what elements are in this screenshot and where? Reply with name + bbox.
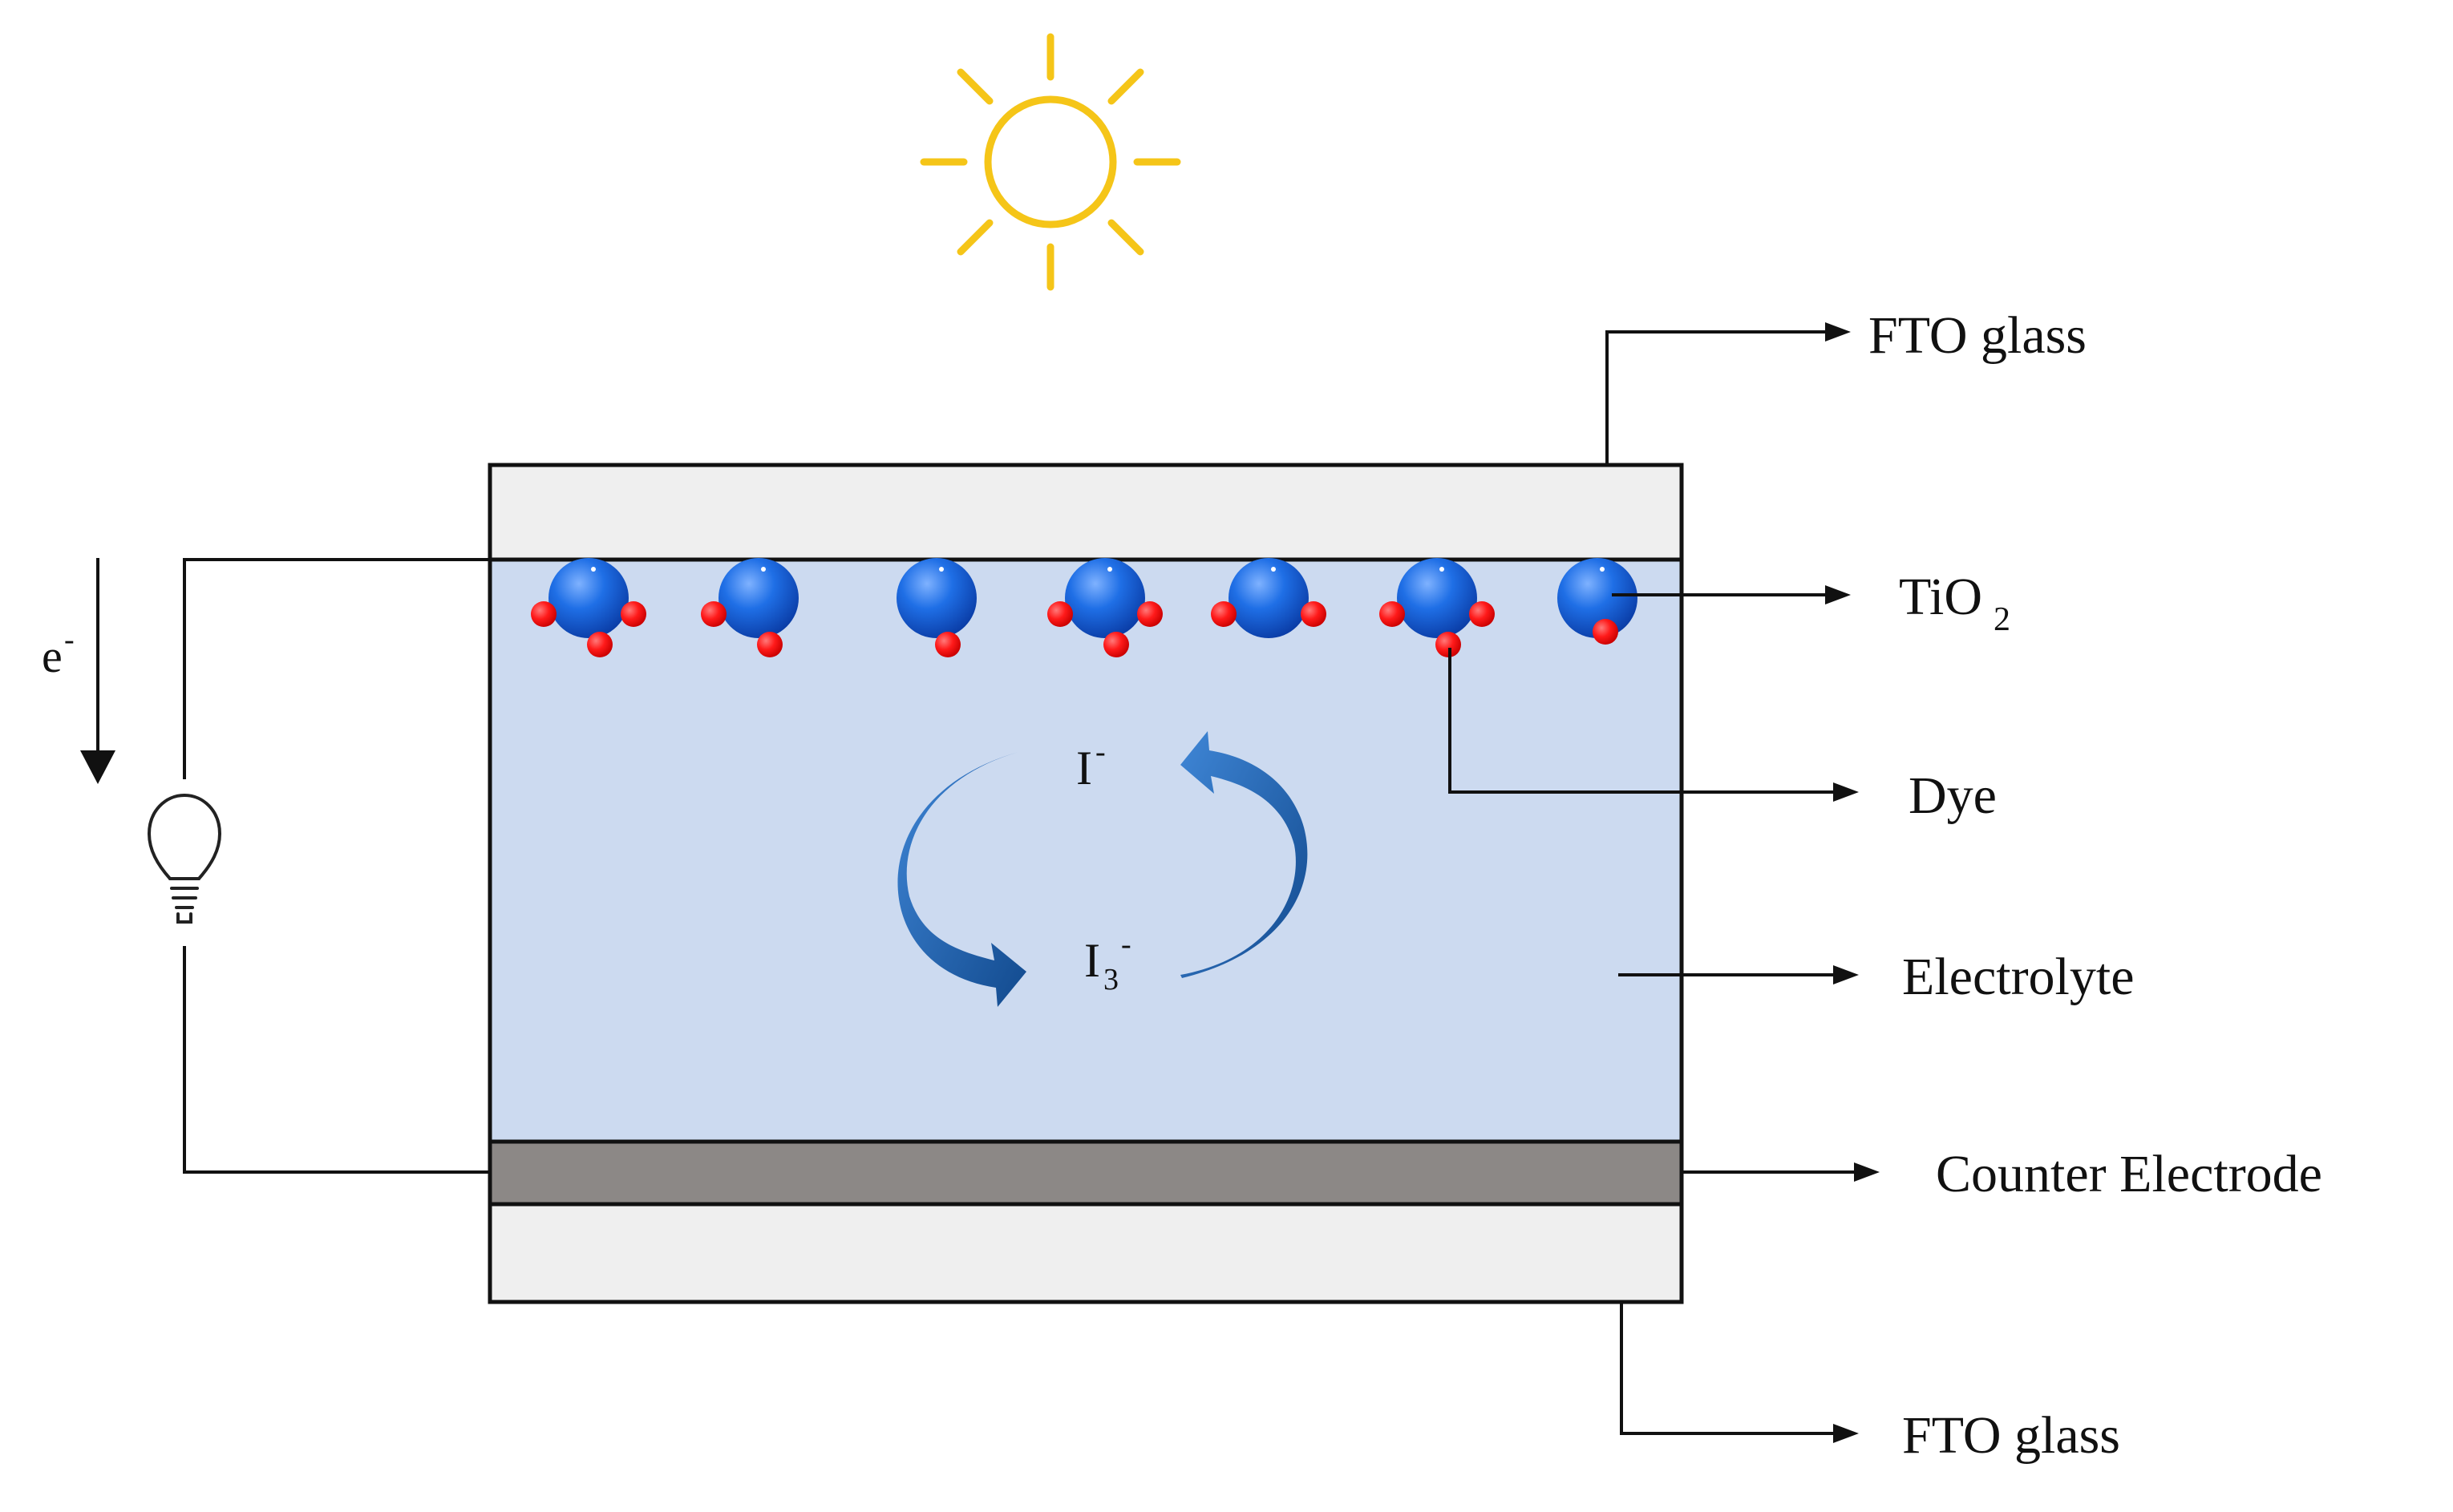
dye-molecule — [1379, 601, 1405, 627]
tio2-highlight — [1271, 567, 1276, 572]
label-electrolyte: Electrolyte — [1902, 948, 2135, 1006]
tio2-particle — [1557, 558, 1637, 645]
tio2-particle — [531, 558, 646, 657]
electron-superscript: - — [64, 623, 75, 657]
dye-molecule — [621, 601, 646, 627]
tio2-sphere — [718, 558, 799, 638]
triiodide-label: I 3 - — [1084, 928, 1131, 997]
dye-molecule — [1469, 601, 1495, 627]
triiodide-superscript: - — [1121, 928, 1131, 961]
tio2-highlight — [1107, 567, 1112, 572]
dye-molecule — [757, 632, 783, 657]
tio2-highlight — [761, 567, 766, 572]
cycle-arrow-right — [1180, 731, 1308, 978]
iodide-label: I - — [1076, 735, 1106, 794]
electron-main: e — [42, 630, 63, 682]
tio2-sphere — [1557, 558, 1637, 638]
dye-molecule — [1103, 632, 1129, 657]
label-fto-glass-bottom: FTO glass — [1902, 1406, 2120, 1465]
tio2-highlight — [1439, 567, 1444, 572]
tio2-subscript: 2 — [1994, 601, 2010, 638]
tio2-particle — [897, 558, 977, 657]
electrolyte-layer — [488, 557, 1684, 1144]
electron-flow-arrow — [80, 558, 115, 784]
cycle-arrow-left — [897, 752, 1026, 1007]
counter-electrode-layer — [488, 1139, 1684, 1207]
tio2-sphere — [1397, 558, 1477, 638]
dye-molecule — [1047, 601, 1073, 627]
dye-molecule — [1301, 601, 1326, 627]
triiodide-main: I — [1084, 934, 1100, 987]
dye-molecule — [1593, 619, 1618, 645]
tio2-sphere — [1065, 558, 1145, 638]
tio2-particle — [1047, 558, 1163, 657]
tio2-highlight — [591, 567, 596, 572]
label-tio2: TiO 2 — [1899, 568, 2010, 638]
dye-molecule — [701, 601, 727, 627]
leader-dye — [1448, 648, 1836, 794]
dye-molecule — [531, 601, 557, 627]
leader-fto-bottom — [1620, 1302, 1836, 1435]
tio2-particle — [1379, 558, 1495, 657]
redox-cycle-arrows-icon — [897, 731, 1308, 1007]
dye-molecule — [1137, 601, 1163, 627]
light-bulb-icon — [147, 793, 222, 924]
leader-fto-top — [1605, 330, 1828, 465]
dye-molecule — [1435, 632, 1461, 657]
dye-molecule — [587, 632, 613, 657]
circuit-wire-bottom — [183, 946, 490, 1174]
callout-arrowheads — [1825, 322, 1880, 1443]
tio2-sphere — [897, 558, 977, 638]
tio2-sphere — [1229, 558, 1309, 638]
electron-label: e - — [42, 623, 75, 682]
dye-molecule — [1211, 601, 1237, 627]
fto-glass-top-layer — [488, 463, 1684, 562]
tio2-highlight — [939, 567, 944, 572]
tio2-sphere — [548, 558, 629, 638]
tio2-particle-row — [531, 558, 1637, 657]
iodide-main: I — [1076, 742, 1092, 794]
external-circuit — [183, 558, 490, 1174]
iodide-superscript: - — [1095, 735, 1106, 769]
triiodide-subscript: 3 — [1103, 963, 1119, 997]
dye-molecule — [935, 632, 961, 657]
callout-leaders — [1448, 330, 1857, 1435]
label-dye: Dye — [1909, 766, 1997, 825]
tio2-particle — [1211, 558, 1326, 638]
tio2-highlight — [1600, 567, 1605, 572]
circuit-wire-top — [183, 558, 490, 779]
fto-glass-bottom-layer — [488, 1202, 1684, 1304]
label-fto-glass-top: FTO glass — [1868, 306, 2087, 365]
label-counter-electrode: Counter Electrode — [1936, 1145, 2322, 1203]
sun-icon — [920, 33, 1181, 291]
tio2-particle — [701, 558, 799, 657]
tio2-main: TiO — [1899, 568, 1982, 626]
